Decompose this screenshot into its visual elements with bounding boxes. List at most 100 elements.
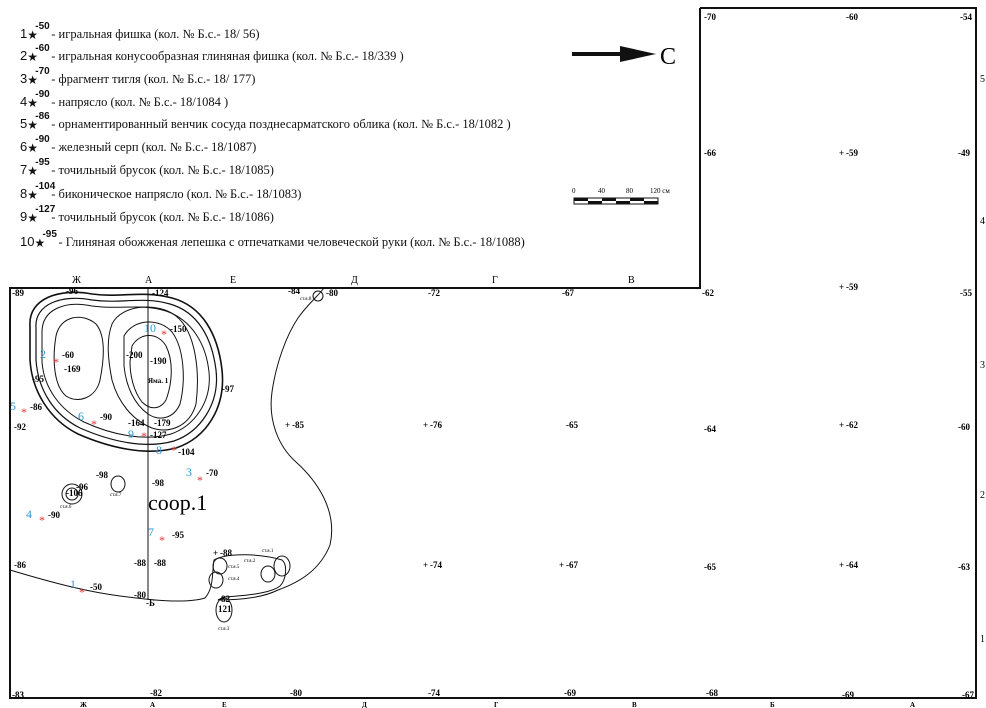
grid-letter: Б [770,701,775,708]
grid-number: 5 [980,74,985,85]
elevation-mark: -68 [706,688,718,698]
legend-row-6: 6★-90- железный серп (кол. № Б.с.- 18/10… [20,134,257,155]
grid-letter: Ж [80,701,87,708]
find-star-icon: * [91,417,97,431]
elevation-mark: -98 [152,478,164,488]
benchmark-cross-icon: + [285,420,290,430]
benchmark-cross-icon: + [839,148,844,158]
elevation-mark: -67 [962,690,974,700]
benchmark-cross-icon: + [423,420,428,430]
legend-row-2: 2★-60- игральная конусообразная глиняная… [20,43,404,64]
find-marker-icon: ★-50 [27,21,50,42]
find-number: 4 [26,507,32,521]
posthole-label: ст.я.1 [262,549,274,554]
find-number: 2 [40,347,46,361]
elevation-mark: -69 [564,688,576,698]
grid-letter: Е [222,701,227,708]
elevation-mark: -59 [846,282,858,292]
elevation-mark: -86 [30,402,42,412]
pit-contours [29,291,224,452]
find-marker-icon: ★-95 [34,229,57,250]
scale-tick-0: 0 [572,187,576,195]
grid-letter: А [145,275,153,286]
grid-letter: В [632,701,637,708]
north-label: С [660,44,676,70]
elevation-mark: -59 [846,148,858,158]
grid-letter: Д [362,701,367,708]
elevation-mark: -96 [76,482,88,492]
elevation-mark: -127 [150,430,167,440]
elevation-mark: -86 [14,560,26,570]
elevation-mark: -65 [566,420,578,430]
elevation-mark: 121 [218,604,232,614]
grid-letter: Д [351,275,358,286]
elevation-mark: -67 [562,288,574,298]
posthole-label: ст.я.2 [244,559,256,564]
elevation-mark: -85 [292,420,304,430]
find-number: 3 [186,465,192,479]
find-marker-icon: ★-86 [27,111,50,132]
posthole-label: ст.я.5 [228,565,240,570]
elevation-mark: -90 [100,412,112,422]
elevation-mark: -49 [958,148,970,158]
legend-row-5: 5★-86- орнаментированный венчик сосуда п… [20,111,511,132]
benchmark-cross-icon: + [559,560,564,570]
find-number: 9 [128,427,134,441]
scale-tick-80: 80 [626,187,634,195]
find-star-icon: * [159,533,165,547]
elevation-mark: -98 [96,470,108,480]
elevation-mark: -80 [134,590,146,600]
find-number: 1 [70,577,76,591]
elevation-mark: -54 [960,12,972,22]
postholes [61,290,324,623]
elevation-mark: -64 [846,560,858,570]
posthole-label: ст.я.6 [60,505,72,510]
legend-row-3: 3★-70- фрагмент тигля (кол. № Б.с.- 18/ … [20,66,256,87]
elevation-mark: -97 [222,384,234,394]
find-number: 7 [148,525,154,539]
find-number: 8 [156,443,162,457]
elevation-mark: -74 [430,560,442,570]
find-marker-icon: ★-90 [27,134,50,155]
find-marker-icon: ★-60 [27,43,50,64]
elevation-mark: -84 [288,286,300,296]
elevation-mark: -66 [704,148,716,158]
grid-numbers-right: 5 4 3 2 1 [980,74,985,645]
elevation-mark: -95 [32,374,44,384]
elevation-mark: -64 [704,424,716,434]
pit-label: Яма. 1 [148,377,169,385]
find-marker-icon: ★-70 [27,66,50,87]
elevation-mark: -82 [150,688,162,698]
legend-row-1: 1★-50- игральная фишка (кол. № Б.с.- 18/… [20,21,260,42]
elevation-mark: -179 [154,418,171,428]
grid-number: 2 [980,490,985,501]
legend-row-10: 10★-95- Глиняная обожженая лепешка с отп… [20,229,525,250]
elevation-mark: -70 [704,12,716,22]
grid-letter: Ж [72,275,81,286]
posthole-label: ст.я.4 [228,577,240,582]
elevation-mark: -55 [960,288,972,298]
elevation-mark: -76 [430,420,442,430]
find-marker-icon: ★-95 [27,157,50,178]
find-number: 10 [144,321,156,335]
elevation-mark: -88 [154,558,166,568]
elevation-mark: -164 [128,418,145,428]
grid-number: 4 [980,216,985,227]
elevation-mark: -200 [126,350,143,360]
elevation-mark: -60 [846,12,858,22]
find-number: 5 [10,399,16,413]
posthole-labels: ст.я.6 ст.я.7 ст.я.5 ст.я.4 ст.я.2 ст.я.… [60,297,312,632]
elevation-mark: -72 [428,288,440,298]
finds: *1*2*3*4*5*6*7*8*9*10 [10,321,203,599]
elevation-mark: -169 [64,364,81,374]
scale-bar: 0 40 80 120 см [572,187,670,205]
elevation-mark: -90 [48,510,60,520]
benchmark-cross-icon: + [839,282,844,292]
grid-number: 3 [980,360,985,371]
elevation-mark: -80 [290,688,302,698]
elevation-mark: -190 [150,356,167,366]
grid-letters-bottom: Ж А Е Д Г В Б А [80,701,915,708]
benchmark-cross-icon: + [213,548,218,558]
